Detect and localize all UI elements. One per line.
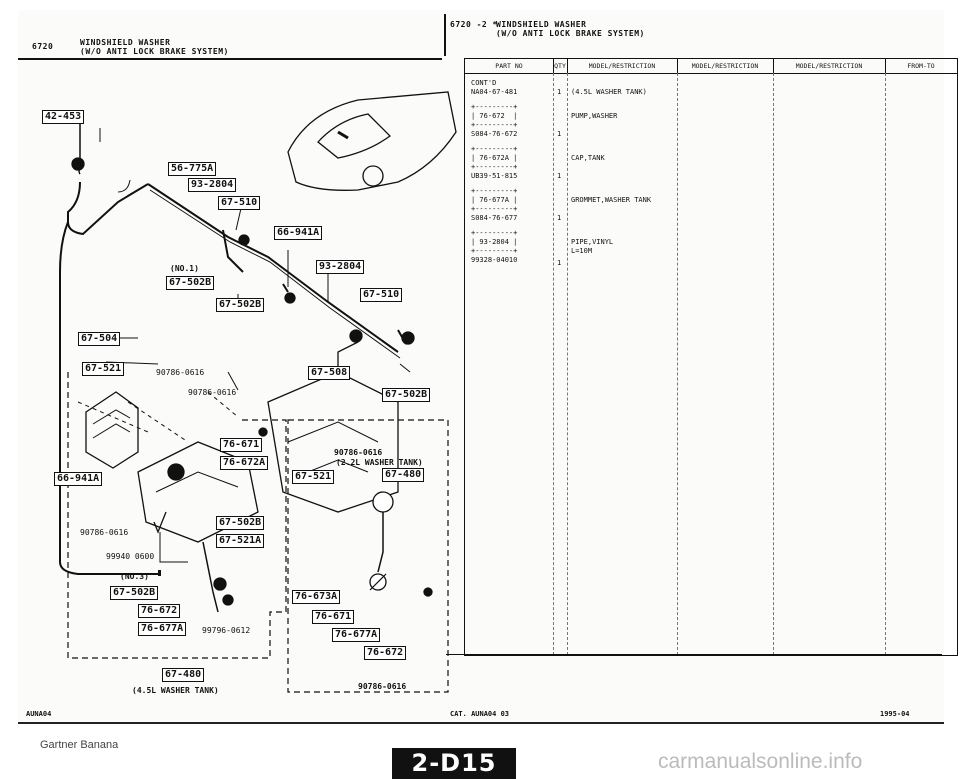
- nozzle-part: [71, 157, 85, 171]
- callout-67-510-b: 67-510: [360, 288, 403, 302]
- note-clip-4: 90786-0616: [80, 528, 129, 537]
- callout-56-775a: 56-775A: [168, 162, 217, 176]
- callout-67-502b-d: 67-502B: [216, 516, 265, 530]
- parts-table: PART NO QTY MODEL/RESTRICTION MODEL/REST…: [464, 58, 958, 656]
- note-tank-large: (2.2L WASHER TANK): [336, 458, 423, 467]
- footer-left-code: AUNA04: [26, 710, 52, 718]
- callout-66-941a-a: 66-941A: [274, 226, 323, 240]
- callout-67-521-b: 67-521: [292, 470, 335, 484]
- watermark-right: carmanualsonline.info: [658, 750, 863, 773]
- callout-67-480-a: 67-480: [382, 468, 425, 482]
- description: GROMMET,WASHER TANK: [571, 196, 652, 204]
- callout-67-521a: 67-521A: [216, 534, 265, 548]
- catalog-sheet: 6720 WINDSHIELD WASHER (W/O ANTI LOCK BR…: [18, 10, 958, 724]
- note-clip-5: 90786-0616: [358, 682, 407, 691]
- callout-67-508: 67-508: [308, 366, 351, 380]
- small-tank-group-box: [67, 372, 287, 659]
- callout-76-677a-a: 76-677A: [138, 622, 187, 636]
- note-bolt: 99796-0612: [202, 626, 251, 635]
- part-number: CONT'D NA04-67-481: [471, 79, 518, 96]
- description: PIPE,VINYL L=10M: [571, 238, 614, 255]
- note-clip-3: 90786-0616: [334, 448, 383, 457]
- callout-67-504: 67-504: [78, 332, 121, 346]
- footer-date: 1995-04: [880, 710, 910, 718]
- exploded-parts-diagram: 42-453 56-775A 93-2804 67-510 66-941A (N…: [38, 72, 458, 712]
- callout-67-502b-a: 67-502B: [166, 276, 215, 290]
- callout-76-672-b: 76-672: [364, 646, 407, 660]
- note-no3: (NO.3): [120, 572, 149, 581]
- left-header-rule: [18, 58, 442, 60]
- note-clip-2: 90786-0616: [188, 388, 237, 397]
- page-number-badge: 2-D15: [392, 748, 516, 779]
- note-tank-small: (4.5L WASHER TANK): [132, 686, 219, 695]
- col-header-model-restriction-2: MODEL/RESTRICTION: [773, 59, 886, 74]
- small-tank-bracket: [85, 391, 139, 469]
- col-header-description: MODEL/RESTRICTION: [567, 59, 678, 74]
- callout-76-671-a: 76-671: [220, 438, 263, 452]
- callout-67-480-b: 67-480: [162, 668, 205, 682]
- part-number: +---------+ | 76-672A | +---------+ UB39…: [471, 145, 518, 180]
- quantity: 1: [557, 88, 562, 96]
- car-body-outline: [287, 91, 457, 191]
- col-header-from-to: FROM-TO: [885, 59, 957, 74]
- note-grommet: 99940 0600: [106, 552, 155, 561]
- callout-93-2804-a: 93-2804: [188, 178, 237, 192]
- callout-76-672a: 76-672A: [220, 456, 269, 470]
- note-clip-1: 90786-0616: [156, 368, 205, 377]
- right-section-code: 6720 -2 *: [450, 20, 498, 29]
- center-divider: [444, 14, 446, 56]
- callout-67-502b-c: 67-502B: [382, 388, 431, 402]
- large-tank-group-box: [287, 419, 449, 693]
- quantity: 1: [557, 130, 562, 138]
- car-windshield: [317, 113, 391, 159]
- quantity: 1: [557, 172, 562, 180]
- diagram-drawing: [59, 91, 457, 693]
- left-section-title: WINDSHIELD WASHER (W/O ANTI LOCK BRAKE S…: [80, 38, 229, 56]
- col-header-model-restriction-1: MODEL/RESTRICTION: [677, 59, 774, 74]
- callout-76-673a: 76-673A: [292, 590, 341, 604]
- part-number: +---------+ | 76-677A | +---------+ S084…: [471, 187, 518, 222]
- callout-76-672-a: 76-672: [138, 604, 181, 618]
- part-number: +---------+ | 76-672 | +---------+ S084-…: [471, 103, 518, 138]
- callout-67-502b-e: 67-502B: [110, 586, 159, 600]
- callout-66-941a-b: 66-941A: [54, 472, 103, 486]
- callout-42-453: 42-453: [42, 110, 85, 124]
- description: (4.5L WASHER TANK): [571, 88, 647, 96]
- quantity: 1: [557, 214, 562, 222]
- washer-tank-small: [137, 441, 259, 543]
- callout-67-510-a: 67-510: [218, 196, 261, 210]
- callout-76-671-b: 76-671: [312, 610, 355, 624]
- quantity: 1: [557, 259, 562, 267]
- callout-93-2804-b: 93-2804: [316, 260, 365, 274]
- left-section-code: 6720: [32, 42, 54, 51]
- col-header-part-no: PART NO: [465, 59, 554, 74]
- callout-67-521-a: 67-521: [82, 362, 125, 376]
- description: CAP,TANK: [571, 154, 605, 162]
- watermark-left: Gartner Banana: [40, 739, 119, 751]
- description: PUMP,WASHER: [571, 112, 618, 120]
- callout-67-502b-b: 67-502B: [216, 298, 265, 312]
- car-wheel-front: [362, 165, 384, 187]
- footer-catalog: CAT. AUNA04 03: [450, 710, 510, 718]
- note-no1: (NO.1): [170, 264, 199, 273]
- part-number: +---------+ | 93-2804 | +---------+ 9932…: [471, 229, 518, 264]
- col-header-qty: QTY: [553, 59, 568, 74]
- right-section-title: WINDSHIELD WASHER (W/O ANTI LOCK BRAKE S…: [496, 20, 645, 38]
- callout-76-677a-b: 76-677A: [332, 628, 381, 642]
